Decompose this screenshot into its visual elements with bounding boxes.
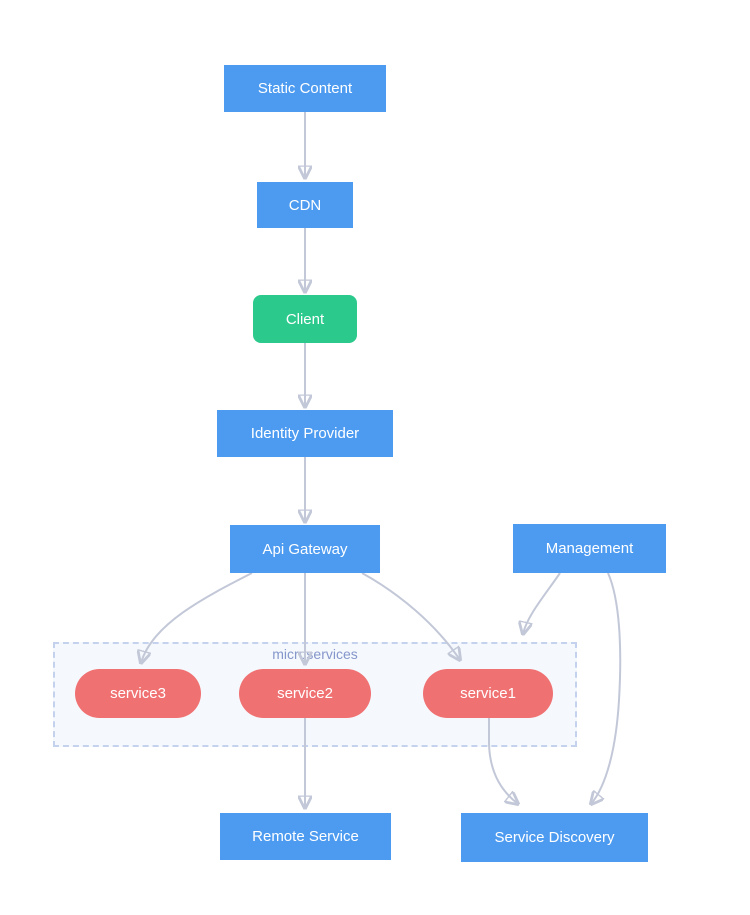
node-api-gateway: Api Gateway	[230, 525, 380, 573]
node-identity-provider: Identity Provider	[217, 410, 393, 457]
node-remote-service: Remote Service	[220, 813, 391, 860]
node-service2-label: service2	[277, 685, 333, 702]
cluster-microservices-label: microservices	[272, 646, 358, 662]
edge-service1-to-service-discovery	[488, 718, 518, 804]
node-api-gateway-label: Api Gateway	[262, 540, 348, 558]
node-service3-label: service3	[110, 685, 166, 702]
node-remote-service-label: Remote Service	[252, 828, 359, 845]
node-management-label: Management	[545, 540, 634, 557]
node-cdn-label: CDN	[288, 196, 322, 214]
node-service2: service2	[239, 669, 371, 718]
edge-management-to-service-discovery	[591, 572, 622, 804]
node-client: Client	[253, 295, 357, 343]
node-cdn: CDN	[257, 182, 353, 228]
node-service1-label: service1	[460, 685, 516, 702]
node-service1: service1	[423, 669, 553, 718]
node-identity-provider-label: Identity Provider	[250, 425, 360, 442]
node-static-content: Static Content	[224, 65, 386, 112]
node-service-discovery: Service Discovery	[461, 813, 648, 862]
node-management: Management	[513, 524, 666, 573]
edge-api-gateway-to-service3	[141, 572, 253, 663]
node-service3: service3	[75, 669, 201, 718]
node-service-discovery-label: Service Discovery	[494, 829, 615, 846]
node-static-content-label: Static Content	[257, 80, 353, 97]
node-client-label: Client	[285, 310, 325, 328]
edge-api-gateway-to-service1	[361, 572, 460, 660]
edge-management-to-microservices	[523, 572, 561, 634]
